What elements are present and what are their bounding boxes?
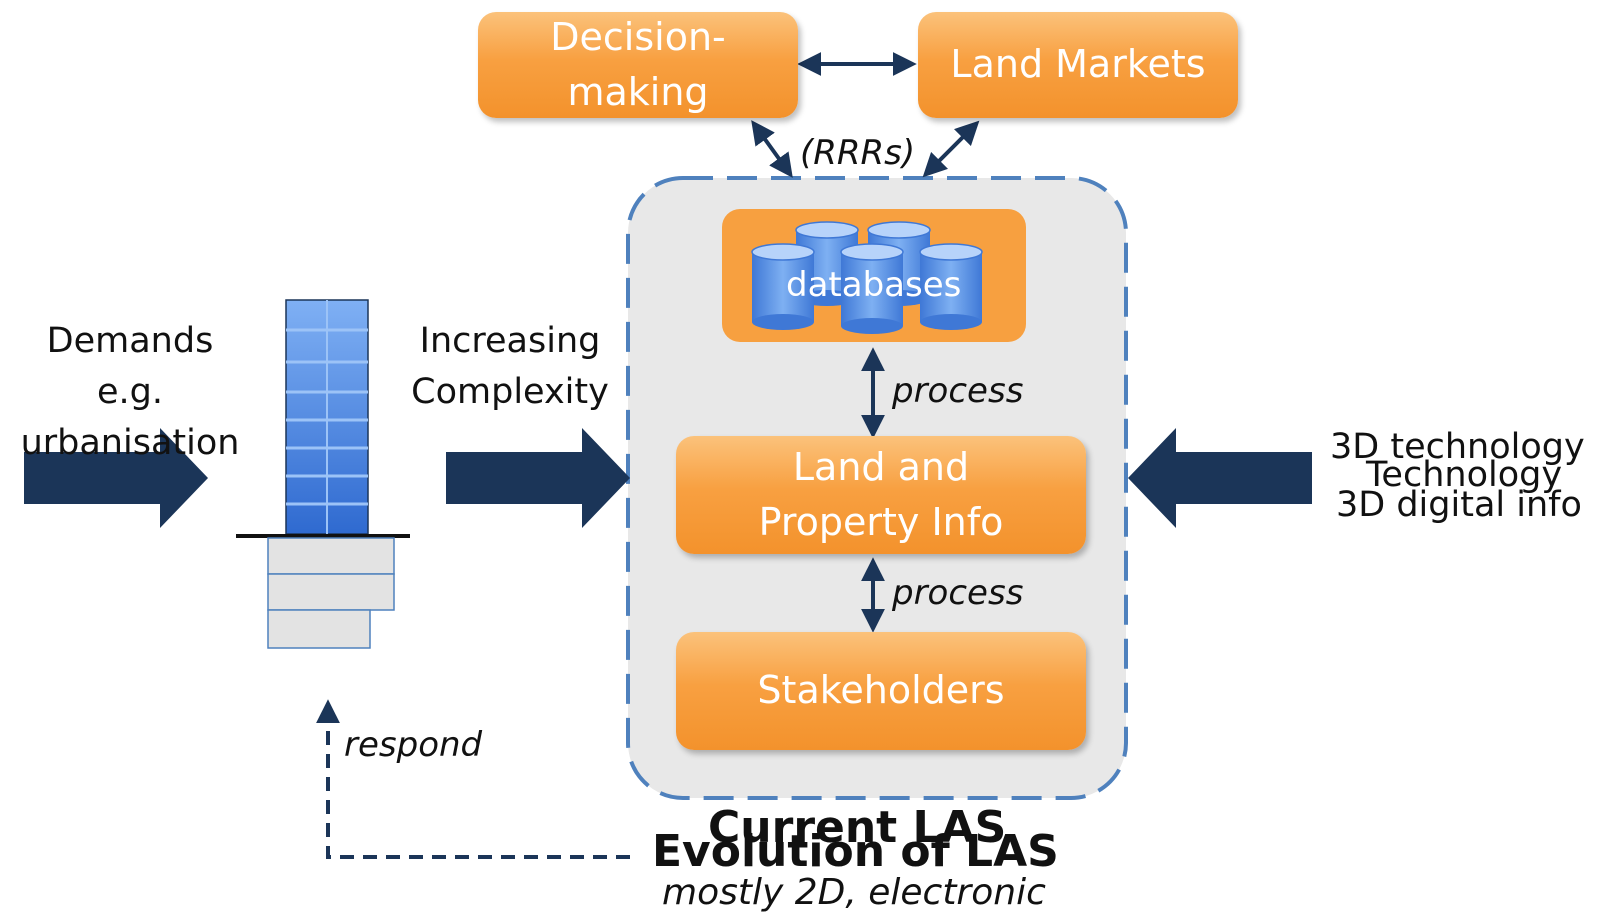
demands-arrow (24, 428, 208, 528)
evolution-las-label: Evolution of LAS (652, 826, 1059, 877)
database-cylinders-icon (751, 221, 983, 334)
tech-label-line1: 3D technology (1330, 427, 1585, 467)
current-las-label: Current LAS (708, 802, 1007, 853)
stakeholders-box: Stakeholders (676, 632, 1086, 750)
databases-label: databases (786, 265, 962, 305)
rrrs-label: (RRRs) (800, 133, 916, 173)
process-label-1: process (892, 371, 1024, 411)
tech-label-line2: Technology (1366, 455, 1563, 495)
respond-arrow (316, 699, 630, 859)
demands-label: Demands e.g. urbanisation (20, 321, 240, 463)
decision-making-box: Decision- making (478, 12, 798, 118)
technology-arrow (1128, 428, 1312, 528)
respond-label: respond (344, 725, 483, 765)
process-label-2: process (892, 573, 1024, 613)
decision-las-arrow (751, 120, 793, 178)
land-property-info-box: Land and Property Info (676, 436, 1086, 554)
complexity-arrow (446, 428, 630, 528)
markets-las-arrow (922, 120, 980, 178)
mostly-2d-label: mostly 2D, electronic (662, 872, 1046, 913)
land-markets-box: Land Markets (918, 12, 1238, 118)
complexity-label: Increasing Complexity (411, 321, 609, 412)
tech-label-line3: 3D digital info (1336, 485, 1582, 525)
building-icon (236, 299, 410, 649)
